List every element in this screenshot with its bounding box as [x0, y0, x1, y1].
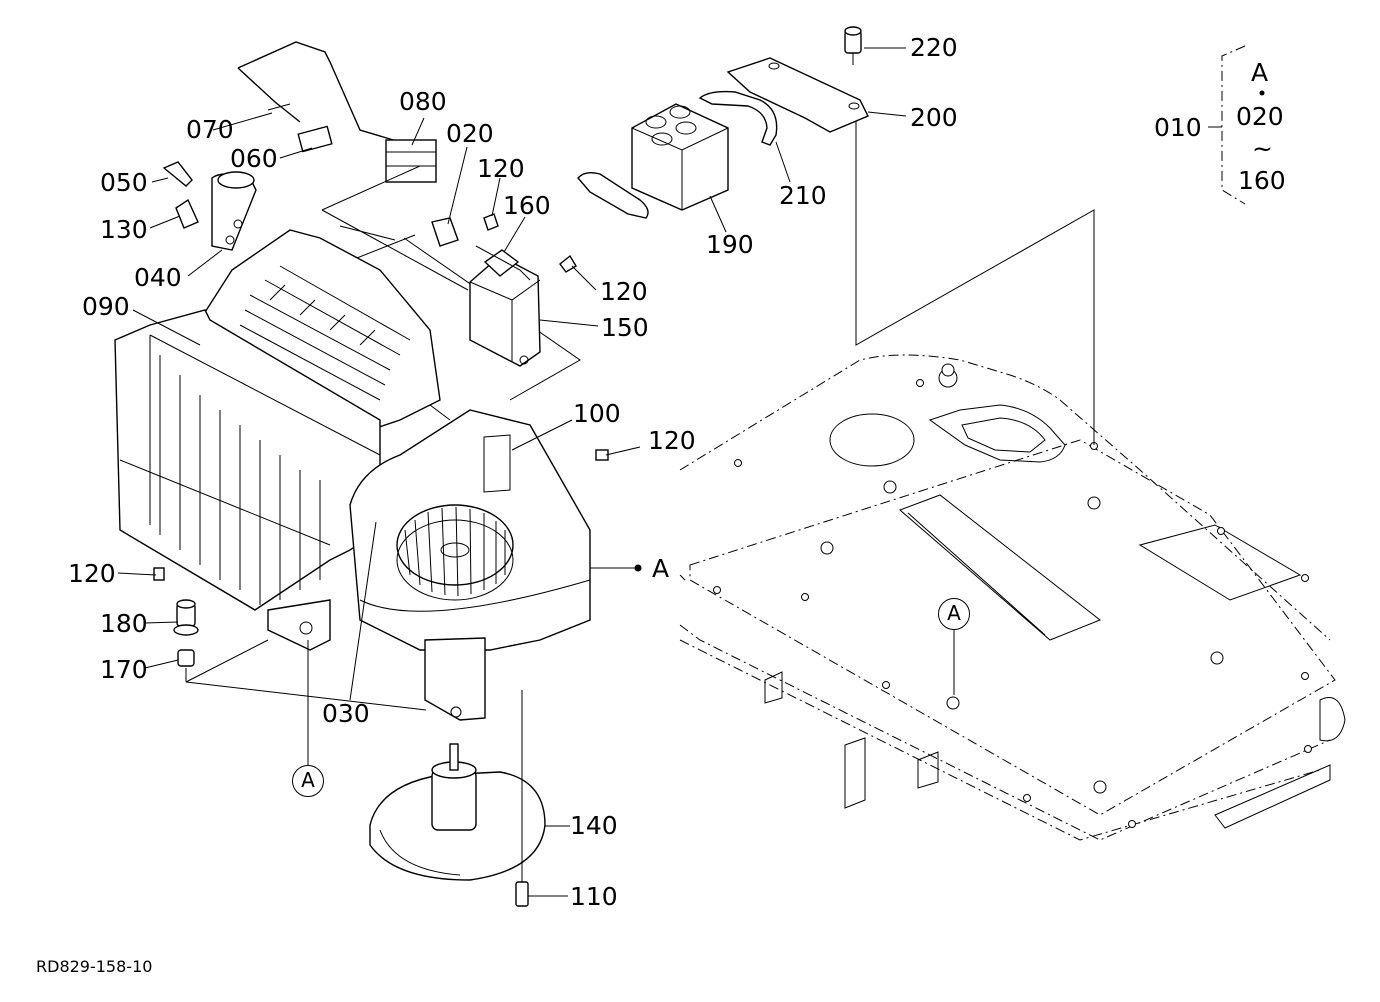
ref-circle-right: A [938, 598, 970, 630]
floor-plate [679, 354, 1346, 841]
part-label-120-right: 120 [648, 426, 696, 455]
part-label-050: 050 [100, 168, 148, 197]
assembly-ref-a: A [1251, 58, 1269, 87]
part-label-040: 040 [134, 263, 182, 292]
bolt-220 [844, 26, 862, 65]
screw-120-top [483, 213, 499, 231]
assembly-range-mark: ~ [1252, 134, 1273, 163]
clip-130 [175, 198, 199, 229]
ref-circle-left: A [292, 765, 324, 797]
bolt-050 [162, 161, 193, 187]
assembly-group-bracket [1208, 45, 1265, 205]
ref-arrow-label: A [652, 554, 670, 583]
part-label-070: 070 [186, 115, 234, 144]
part-label-200: 200 [910, 103, 958, 132]
assembly-label-010: 010 [1154, 113, 1202, 142]
expansion-valve-040 [211, 171, 257, 251]
seal-clip [577, 171, 649, 219]
screw-110 [515, 881, 529, 907]
part-label-220: 220 [910, 33, 958, 62]
actuator-150 [469, 245, 541, 367]
leader-200-floor [855, 118, 1095, 445]
part-label-120-top: 120 [477, 154, 525, 183]
part-label-020: 020 [446, 119, 494, 148]
part-label-080: 080 [399, 87, 447, 116]
assembly-range-to: 160 [1238, 166, 1286, 195]
part-label-160: 160 [503, 191, 551, 220]
part-label-100: 100 [573, 399, 621, 428]
part-label-060: 060 [230, 144, 278, 173]
drawing-code: RD829-158-10 [36, 957, 153, 976]
leader-lines [117, 47, 955, 897]
bracket-020 [431, 217, 459, 247]
part-label-170: 170 [100, 655, 148, 684]
part-label-180: 180 [100, 609, 148, 638]
part-label-120-actuator: 120 [600, 277, 648, 306]
sensor-wire [237, 41, 437, 183]
screw-120-actuator [559, 254, 577, 273]
bolt-180 [173, 599, 199, 636]
ref-arrow-dot [634, 564, 642, 572]
blower-motor-140 [369, 743, 546, 881]
insulator-190 [631, 103, 729, 211]
part-label-210: 210 [779, 181, 827, 210]
hvac-case [114, 229, 591, 721]
part-label-130: 130 [100, 215, 148, 244]
screw-120-left [153, 567, 165, 581]
part-label-190: 190 [706, 230, 754, 259]
hose-210 [698, 90, 778, 146]
assembly-range-from: 020 [1236, 102, 1284, 131]
part-label-140: 140 [570, 811, 618, 840]
collar-170 [177, 649, 195, 667]
part-label-090: 090 [82, 292, 130, 321]
part-label-150: 150 [601, 313, 649, 342]
part-label-120-left: 120 [68, 559, 116, 588]
bracket-200 [726, 57, 869, 133]
part-label-110: 110 [570, 882, 618, 911]
part-label-030: 030 [322, 699, 370, 728]
